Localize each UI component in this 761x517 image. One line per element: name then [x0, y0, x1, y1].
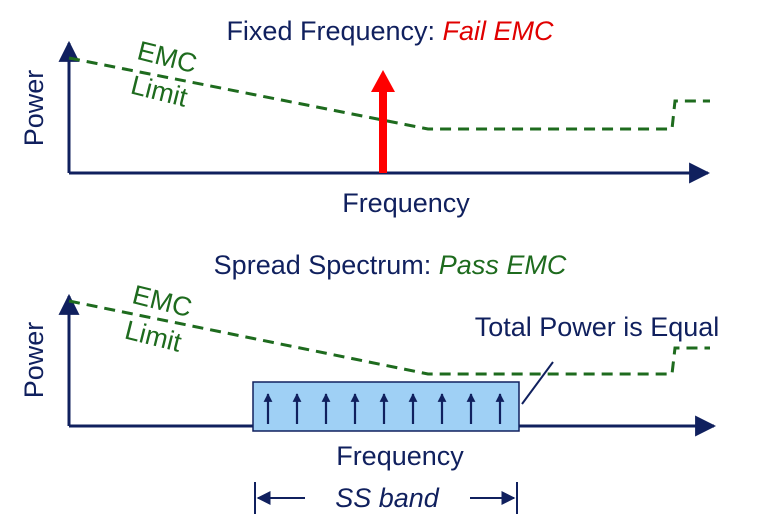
annotation-leader-line	[521, 361, 554, 405]
bottom-panel-title: Spread Spectrum: Pass EMC	[214, 250, 567, 280]
ss-band-label: SS band	[335, 483, 440, 513]
ss-band-box	[252, 381, 520, 432]
top-panel: Fixed Frequency: Fail EMC Power Frequenc…	[19, 16, 711, 218]
bottom-emc-limit-line	[68, 299, 710, 376]
bottom-y-axis-label: Power	[19, 322, 49, 399]
top-panel-title: Fixed Frequency: Fail EMC	[226, 16, 554, 46]
ss-spectral-lines	[263, 393, 505, 424]
fixed-frequency-spike	[379, 90, 387, 173]
bottom-x-axis-label: Frequency	[336, 441, 464, 471]
total-power-annotation: Total Power is Equal	[475, 312, 720, 342]
bottom-panel: Spread Spectrum: Pass EMC Power Frequenc…	[19, 250, 719, 514]
pass-emc-label: Pass EMC	[439, 250, 567, 280]
top-emc-limit-line	[68, 56, 710, 131]
spike-arrowhead-icon	[371, 70, 395, 92]
top-y-axis-label: Power	[19, 70, 49, 147]
fail-emc-label: Fail EMC	[443, 16, 555, 46]
top-x-axis-label: Frequency	[342, 188, 470, 218]
